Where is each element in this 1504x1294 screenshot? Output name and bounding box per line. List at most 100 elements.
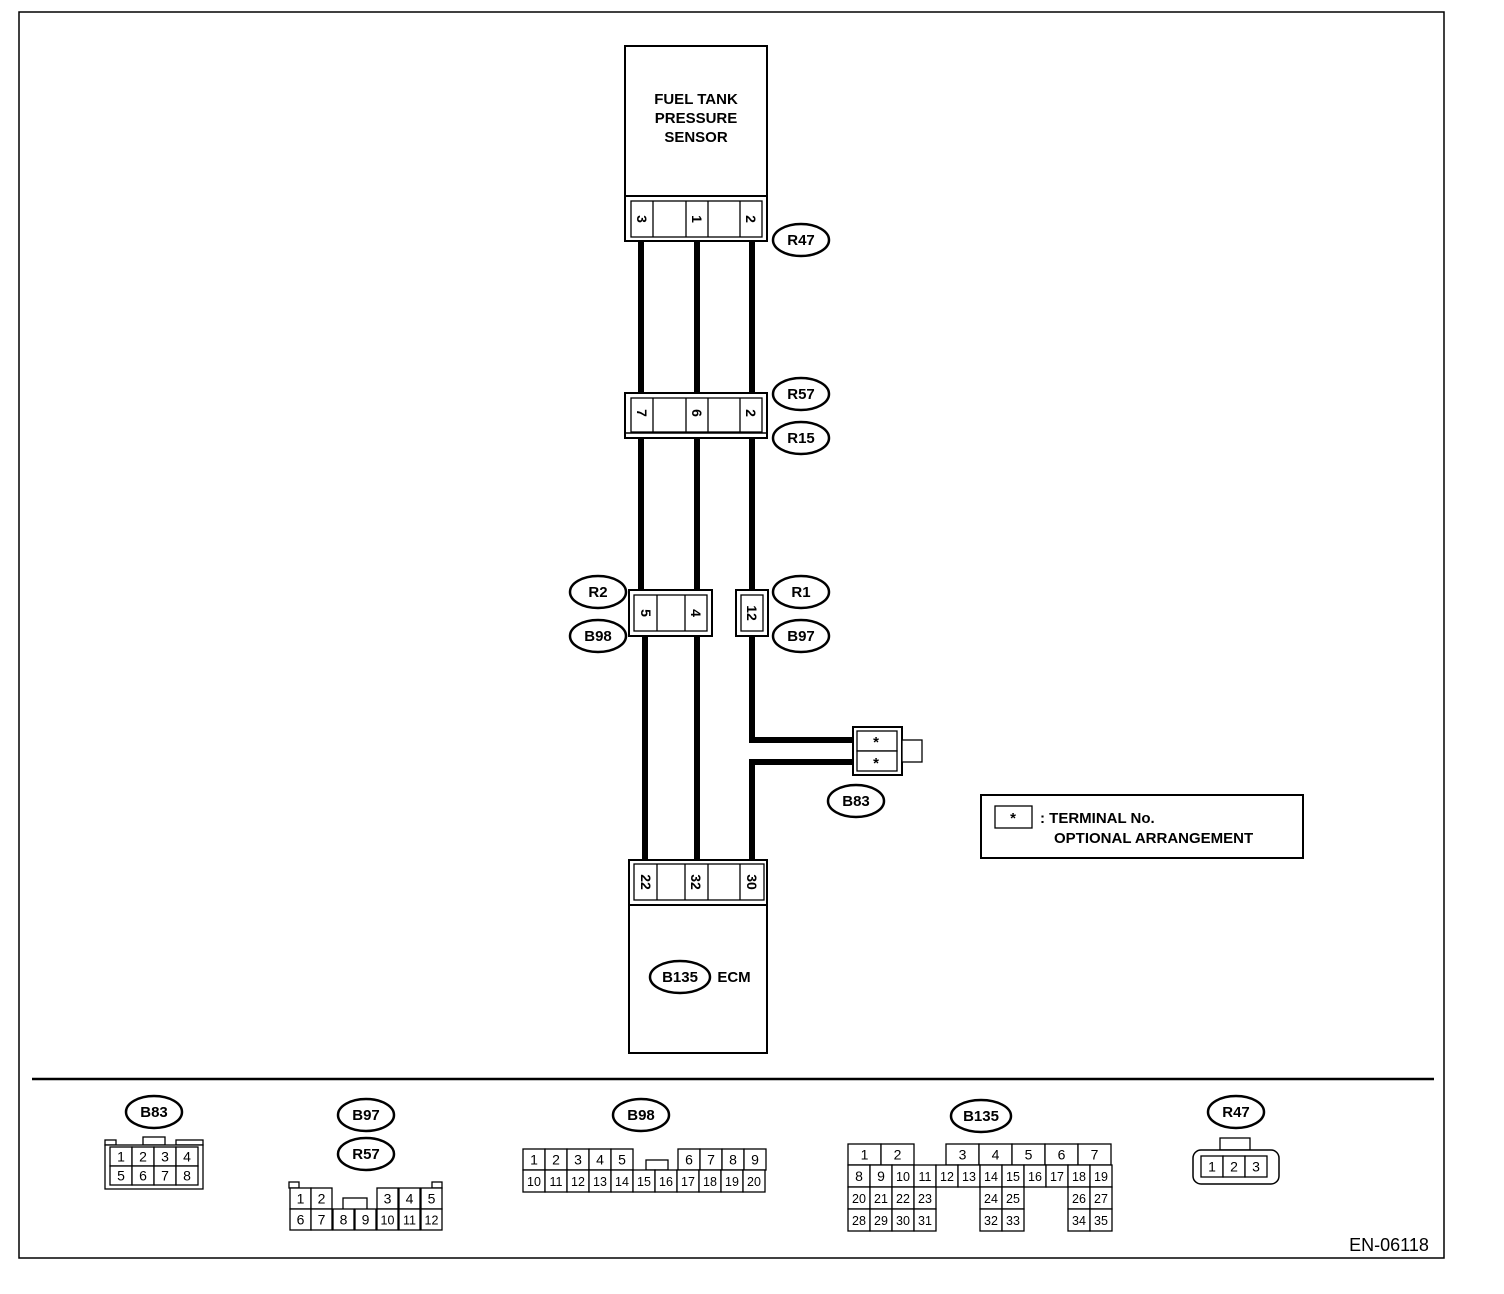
r47-pin-3: 3	[634, 215, 650, 223]
footer-b135-pin-14: 14	[984, 1170, 998, 1184]
footer-b83-pin-2: 2	[139, 1149, 147, 1165]
footer-b135-pin-21: 21	[874, 1192, 888, 1206]
r1-connector-tag: R1	[771, 574, 831, 610]
footer-b135-pin-31-cell	[913, 1208, 937, 1232]
r47-pin-2: 2	[743, 215, 759, 223]
footer-b97-pin-7: 7	[318, 1212, 326, 1228]
footer-r57-label: R57	[352, 1146, 380, 1163]
b83-cavity-2	[856, 750, 898, 772]
footer-b98-pin-14: 14	[615, 1175, 629, 1189]
connector-b83: * *	[852, 726, 923, 776]
footer-b135-pin-5: 5	[1025, 1147, 1033, 1163]
legend-symbol: *	[1010, 810, 1016, 827]
b83-pin-a: *	[873, 734, 879, 751]
r47-connector-tag: R47	[771, 222, 831, 258]
footer-b135-pin-30: 30	[896, 1214, 910, 1228]
footer-b83-pin-4: 4	[183, 1149, 191, 1165]
wire-b97-12-b83	[749, 635, 856, 743]
b135-pin-30: 30	[744, 874, 760, 890]
footer-b98-pin-15: 15	[637, 1175, 651, 1189]
footer-b98-pin-4: 4	[596, 1152, 604, 1168]
footer-b98-pin-10: 10	[527, 1175, 541, 1189]
footer-b98-pin-20: 20	[747, 1175, 761, 1189]
b83-tag-label: B83	[842, 793, 870, 810]
r15-pin-7: 7	[634, 409, 650, 417]
footer-b97-pin-11: 11	[403, 1214, 416, 1228]
b98-tag-label: B98	[584, 628, 612, 645]
r57-connector-tag: R57	[771, 376, 831, 412]
r2-b98-cavities	[633, 594, 708, 632]
legend-symbol-box	[994, 805, 1033, 829]
r57-tag-label: R57	[787, 386, 815, 403]
sensor-label-line-1: FUEL TANK	[654, 91, 738, 108]
footer-r47-label: R47	[1222, 1104, 1250, 1121]
footer-b97-pin-2: 2	[318, 1191, 326, 1207]
footer-b83-label: B83	[140, 1104, 168, 1121]
footer-b135-pin-22: 22	[896, 1192, 910, 1206]
footer-b135-pin-4: 4	[992, 1147, 1000, 1163]
footer-b135-pin-7: 7	[1091, 1147, 1099, 1163]
footer-b98-pin-18: 18	[703, 1175, 717, 1189]
r2-tag-label: R2	[588, 584, 607, 601]
footer-b98-pin-16: 16	[659, 1175, 673, 1189]
footer-b97-pin-8-cell	[332, 1208, 355, 1231]
footer-b98-pin-2: 2	[552, 1152, 560, 1168]
r15-pin-6: 6	[689, 409, 705, 417]
footer-b135-pin-11: 11	[919, 1170, 932, 1184]
footer-b98-pin-3: 3	[574, 1152, 582, 1168]
footer-b83-pin-1: 1	[117, 1149, 125, 1165]
footer-b83-pin-5: 5	[117, 1168, 125, 1184]
b97-pin-12: 12	[744, 605, 760, 621]
footer-b135-pin-34: 34	[1072, 1214, 1086, 1228]
connector-r2-b98: 5 4	[628, 589, 713, 637]
r15-pin-2: 2	[743, 409, 759, 417]
footer-b98-pin-13: 13	[593, 1175, 607, 1189]
connector-r47: 3 1 2	[624, 195, 768, 242]
r1-tag-label: R1	[791, 584, 810, 601]
footer-b97-pin-5: 5	[428, 1191, 436, 1207]
footer-b97-pin-11-cell	[398, 1208, 421, 1231]
footer-b135-pin-20: 20	[852, 1192, 866, 1206]
footer-b135-pin-26: 26	[1072, 1192, 1086, 1206]
footer-b97-pin-7-cell	[310, 1208, 333, 1231]
footer-b83-pin-3: 3	[161, 1149, 169, 1165]
legend: * : TERMINAL No. OPTIONAL ARRANGEMENT	[980, 794, 1304, 859]
wire-b83-ecm-30	[749, 759, 856, 862]
connector-b135: 22 32 30	[628, 859, 768, 906]
ecm-connector-tag	[648, 959, 712, 995]
r15-connector-tag: R15	[771, 420, 831, 456]
figure-code: EN-06118	[1349, 1235, 1429, 1255]
footer-b97-pin-4: 4	[406, 1191, 414, 1207]
b83-connector-tag: B83	[826, 783, 886, 819]
footer-b97-pin-8: 8	[340, 1212, 348, 1228]
footer-b97-pin-6: 6	[297, 1212, 305, 1228]
footer-b135-pin-8: 8	[855, 1168, 863, 1184]
r47-pin-1: 1	[689, 215, 705, 223]
b135-pin-32: 32	[688, 874, 704, 890]
fuel-tank-pressure-sensor: FUEL TANK PRESSURE SENSOR	[624, 45, 768, 197]
b98-pin-4: 4	[688, 609, 704, 617]
footer-b97-pin-9: 9	[362, 1212, 370, 1228]
b135-pin-22: 22	[638, 874, 654, 890]
footer-b98-pin-19: 19	[725, 1175, 739, 1189]
footer-b83-pin-8-cell	[175, 1165, 199, 1186]
b83-latch	[901, 739, 923, 763]
footer-b135-pin-35: 35	[1094, 1214, 1108, 1228]
r1-b97-cavity	[740, 594, 764, 632]
legend-box	[980, 794, 1304, 859]
diagram-frame	[18, 11, 1445, 1259]
footer-b135-pin-25: 25	[1006, 1192, 1020, 1206]
footer-b98-pin-12: 12	[571, 1175, 585, 1189]
footer-b98-pin-6: 6	[685, 1152, 693, 1168]
ecm: B135 ECM	[628, 904, 768, 1054]
footer-b83-pin-6: 6	[139, 1168, 147, 1184]
sensor-label-line-2: PRESSURE	[655, 110, 738, 127]
footer-b135-pin-29: 29	[874, 1214, 888, 1228]
footer-b135-pin-9: 9	[877, 1168, 885, 1184]
footer-b83-pin-7: 7	[161, 1168, 169, 1184]
